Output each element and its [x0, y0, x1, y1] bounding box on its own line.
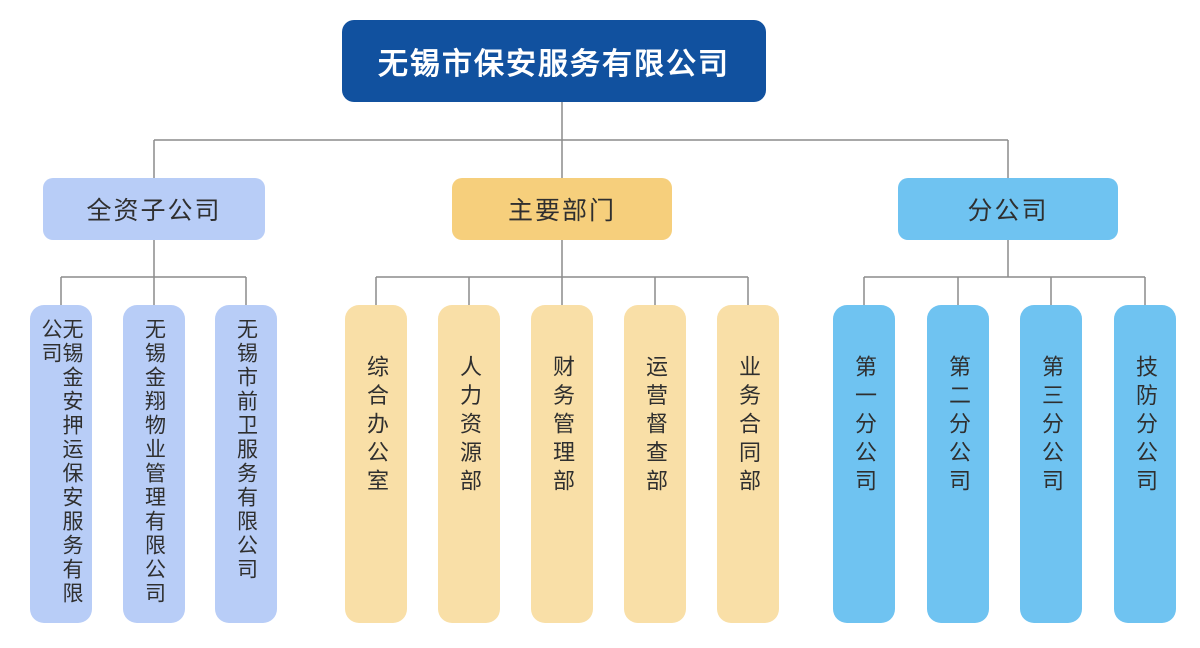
root-node: 无锡市保安服务有限公司	[342, 20, 766, 102]
branch-node: 技防分公司	[1114, 305, 1176, 623]
branches-connector	[863, 240, 1146, 305]
branch-node: 第二分公司	[927, 305, 989, 623]
subsidiary-node-label: 无锡金安押运保安服务有限公司	[39, 318, 83, 606]
department-node: 财务管理部	[531, 305, 593, 623]
departments-connector	[375, 240, 749, 305]
branch-node-label: 第一分公司	[852, 355, 877, 498]
subsidiary-node: 无锡金安押运保安服务有限公司	[30, 305, 92, 623]
subsidiary-node: 无锡市前卫服务有限公司	[215, 305, 277, 623]
subsidiaries-connector	[60, 240, 247, 305]
department-node: 业务合同部	[717, 305, 779, 623]
subsidiary-node-label: 无锡金翔物业管理有限公司	[142, 318, 166, 606]
root-to-tier-connector	[153, 102, 1009, 178]
subsidiary-node: 无锡金翔物业管理有限公司	[123, 305, 185, 623]
department-node: 综合办公室	[345, 305, 407, 623]
branch-node-label: 技防分公司	[1133, 355, 1158, 498]
group-header-departments: 主要部门	[452, 178, 672, 240]
department-node-label: 业务合同部	[736, 355, 761, 498]
subsidiary-node-label: 无锡市前卫服务有限公司	[234, 318, 258, 582]
department-node-label: 财务管理部	[550, 355, 575, 498]
department-node: 人力资源部	[438, 305, 500, 623]
group-header-subsidiaries: 全资子公司	[43, 178, 265, 240]
department-node-label: 运营督查部	[643, 355, 668, 498]
branch-node-label: 第三分公司	[1039, 355, 1064, 498]
department-node: 运营督查部	[624, 305, 686, 623]
department-node-label: 综合办公室	[364, 355, 389, 498]
branch-node: 第一分公司	[833, 305, 895, 623]
group-header-branches: 分公司	[898, 178, 1118, 240]
department-node-label: 人力资源部	[457, 355, 482, 498]
branch-node: 第三分公司	[1020, 305, 1082, 623]
branch-node-label: 第二分公司	[946, 355, 971, 498]
